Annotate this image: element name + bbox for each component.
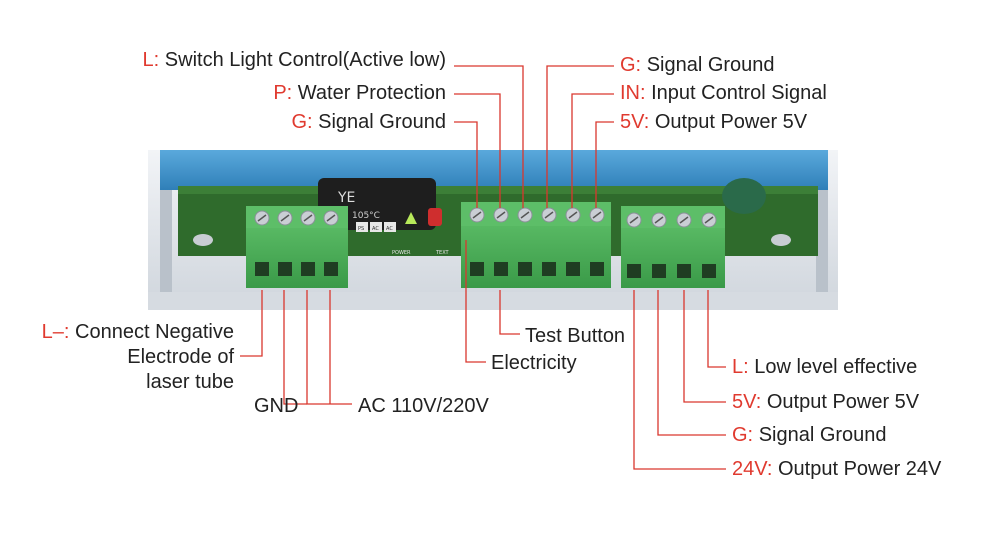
label-input-control-signal: IN: Input Control Signal	[620, 82, 827, 104]
output-terminal-wire-slot-1	[627, 264, 641, 278]
ac-terminal-screw-slot-3	[303, 214, 313, 222]
signal-terminal-wire-slot-3	[518, 262, 532, 276]
terminal-block-output	[621, 206, 725, 288]
output-terminal-wire-slot-4	[702, 264, 716, 278]
test-button-switch[interactable]	[428, 208, 442, 226]
output-terminal-screw-slot-2	[654, 216, 664, 224]
leader-lines	[240, 65, 726, 470]
terminal-block-ac	[246, 206, 348, 288]
signal-terminal-wire-slot-4	[542, 262, 556, 276]
label-switch-light-control: L: Switch Light Control(Active low)	[142, 49, 446, 71]
signal-terminal-screw-slot-1	[472, 211, 482, 219]
screw-post-right	[771, 234, 791, 246]
blue-lid	[160, 150, 828, 190]
ac-terminal-screw-slot-4	[326, 214, 336, 222]
ac-terminal-wire-slot-4	[324, 262, 338, 276]
pcb-brand-mark: YE	[337, 190, 355, 206]
label-water-protection: P: Water Protection	[273, 82, 446, 104]
signal-terminal-wire-slot-2	[494, 262, 508, 276]
ac-terminal-wire-slot-1	[255, 262, 269, 276]
label-signal-ground-top-left: G: Signal Ground	[291, 111, 446, 133]
output-terminal-wire-slot-3	[677, 264, 691, 278]
leader-output-24v	[633, 290, 726, 470]
leader-output-5v-bottom	[683, 290, 726, 403]
label-output-5v-top: 5V: Output Power 5V	[620, 111, 808, 133]
svg-text:AC: AC	[386, 226, 393, 232]
power-led	[405, 212, 417, 224]
screw-post-left	[193, 234, 213, 246]
label-test-button: Test Button	[525, 325, 626, 347]
leader-gnd	[283, 290, 307, 405]
signal-terminal-screw-slot-3	[520, 211, 530, 219]
signal-terminal-screw-slot-6	[592, 211, 602, 219]
output-terminal-screw-slot-3	[679, 216, 689, 224]
pcb-temp-mark: 105°C	[352, 211, 380, 221]
signal-terminal-wire-slot-6	[590, 262, 604, 276]
ac-terminal-wire-slot-2	[278, 262, 292, 276]
signal-terminal-screw-slot-5	[568, 211, 578, 219]
output-terminal-wire-slot-2	[652, 264, 666, 278]
leader-water-protection	[454, 93, 501, 208]
leader-signal-ground-bottom	[657, 290, 726, 436]
label-gnd: GND	[254, 395, 299, 417]
label-output-24v: 24V: Output Power 24V	[732, 458, 942, 480]
label-negative-electrode: L–: Connect Negative Electrode of laser …	[41, 321, 234, 393]
signal-terminal-screw-slot-2	[496, 211, 506, 219]
leader-test-button	[499, 290, 520, 335]
leader-switch-light-control	[454, 65, 524, 208]
pcb-pads: PS AC AC	[356, 222, 396, 232]
signal-terminal-screw-slot-4	[544, 211, 554, 219]
leader-electricity	[465, 240, 486, 363]
pcb-test-mark: TEXT	[435, 250, 450, 256]
ac-terminal-screw-slot-2	[280, 214, 290, 222]
label-electricity: Electricity	[491, 352, 577, 374]
leader-signal-ground-top-left	[454, 121, 478, 208]
output-terminal-screw-slot-4	[704, 216, 714, 224]
leader-ac-1	[306, 290, 352, 405]
signal-terminal-wire-slot-1	[470, 262, 484, 276]
ac-terminal-wire-slot-3	[301, 262, 315, 276]
svg-text:AC: AC	[372, 226, 379, 232]
label-output-5v-bottom: 5V: Output Power 5V	[732, 391, 920, 413]
leader-signal-ground-top-right	[546, 65, 614, 208]
pcb-power-mark: POWER	[392, 250, 411, 256]
output-terminal-screw-slot-1	[629, 216, 639, 224]
label-ac-input: AC 110V/220V	[358, 395, 489, 417]
inductor	[722, 178, 766, 214]
label-low-level-effective: L: Low level effective	[732, 356, 918, 378]
svg-text:PS: PS	[358, 226, 364, 232]
leader-output-5v-top	[595, 121, 614, 208]
leader-low-level	[707, 290, 726, 368]
terminal-block-signal	[461, 202, 611, 288]
label-signal-ground-top-right: G: Signal Ground	[620, 54, 775, 76]
signal-terminal-wire-slot-5	[566, 262, 580, 276]
label-signal-ground-bottom: G: Signal Ground	[732, 424, 887, 446]
leader-negative-electrode	[240, 290, 263, 357]
leader-input-control-signal	[571, 93, 614, 208]
ac-terminal-screw-slot-1	[257, 214, 267, 222]
